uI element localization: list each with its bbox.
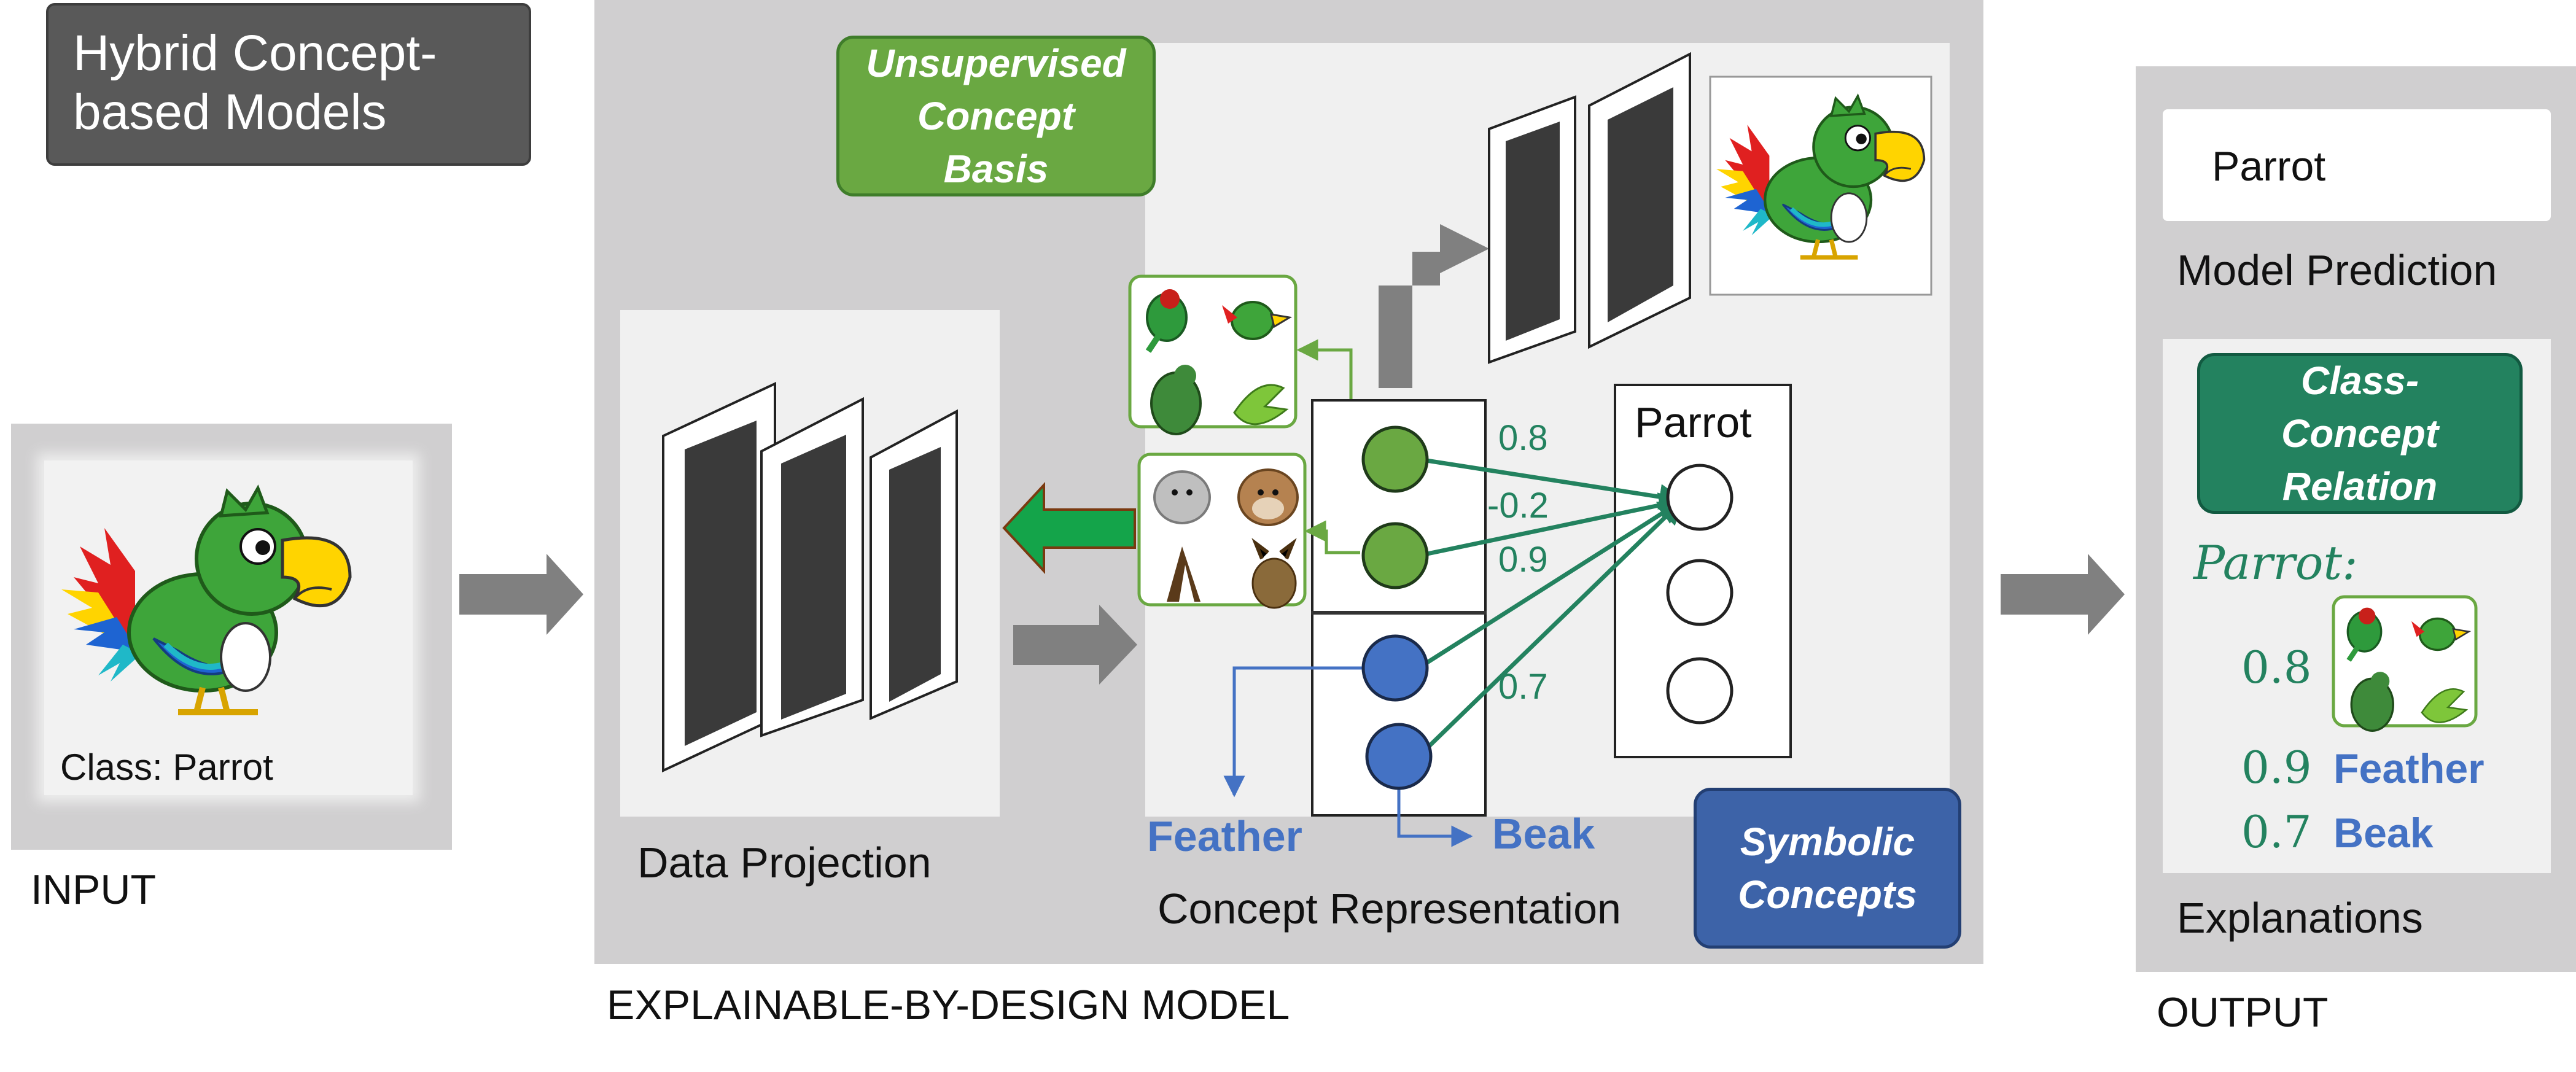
- explanation-weight: 0.9: [2241, 742, 2312, 793]
- concept-node: [1361, 522, 1429, 589]
- explanation-weight: 0.8: [2241, 642, 2312, 693]
- output-node: [1666, 657, 1734, 724]
- prediction-label: Model Prediction: [2177, 246, 2497, 294]
- output-node: [1666, 464, 1734, 531]
- explanations-label: Explanations: [2177, 894, 2423, 942]
- input-class-label: Class: Parrot: [60, 747, 273, 788]
- output-node: [1666, 559, 1734, 626]
- explanation-concept: Feather: [2333, 745, 2485, 792]
- title-box: Hybrid Concept-based Models: [46, 3, 531, 166]
- unsupervised-tag-text: Unsupervised Concept Basis: [866, 41, 1126, 191]
- symbolic-tag-text: Symbolic Concepts: [1738, 820, 1917, 917]
- explanation-concept: Beak: [2333, 810, 2434, 856]
- diagram-title: Hybrid Concept-based Models: [73, 25, 437, 140]
- relation-tag-text: Class-Concept Relation: [2281, 359, 2438, 508]
- weight-label: 0.8: [1498, 418, 1548, 458]
- weight-label: -0.2: [1487, 486, 1549, 526]
- explanation-weight: 0.7: [2241, 806, 2312, 858]
- arrow-icon: [2001, 554, 2125, 635]
- feature-map-icon: [1488, 52, 1691, 364]
- model-section-label: EXPLAINABLE-BY-DESIGN MODEL: [607, 982, 1290, 1028]
- concept-node: [1361, 425, 1429, 493]
- beak-concept-label: Beak: [1492, 810, 1595, 858]
- unsupervised-concept-basis-tag: Unsupervised Concept Basis: [836, 36, 1156, 196]
- concept-node: [1365, 723, 1433, 790]
- feather-concept-label: Feather: [1147, 812, 1302, 860]
- arrow-icon: [459, 554, 583, 635]
- output-node-label: Parrot: [1635, 398, 1752, 446]
- concept-node: [1361, 634, 1429, 702]
- input-parrot-icon: [61, 488, 350, 712]
- concept-representation-label: Concept Representation: [1158, 885, 1621, 933]
- prediction-value: Parrot: [2212, 143, 2326, 190]
- arrow-icon: [1002, 481, 1136, 575]
- prediction-box: [2163, 109, 2551, 221]
- output-section-label: OUTPUT: [2157, 989, 2329, 1036]
- input-section-label: INPUT: [31, 866, 156, 913]
- concept-layer-divider: [1311, 611, 1487, 615]
- arrow-icon: [1379, 224, 1489, 388]
- explanation-class-name: Parrot:: [2193, 535, 2358, 590]
- class-concept-relation-tag: Class-Concept Relation: [2197, 353, 2523, 514]
- feature-map-icon: [662, 381, 958, 773]
- arrow-icon: [1013, 605, 1137, 685]
- data-projection-label: Data Projection: [637, 839, 932, 887]
- weight-label: 0.9: [1498, 540, 1548, 580]
- symbolic-concepts-tag: Symbolic Concepts: [1694, 788, 1961, 949]
